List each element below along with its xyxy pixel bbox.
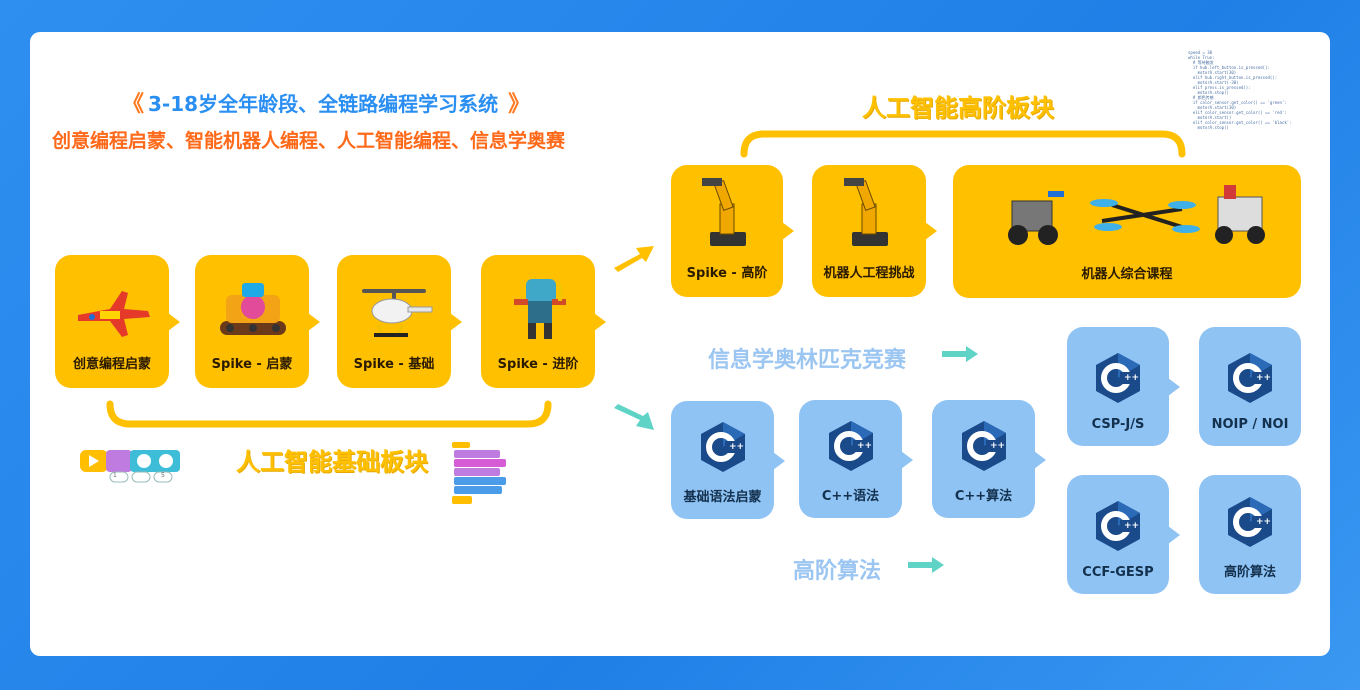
scratch-stack-icon [452,442,506,504]
course-box-spike-advanced[interactable]: Spike - 进阶 [481,255,595,388]
course-box-robot-engineering[interactable]: 机器人工程挑战 [812,165,926,297]
helicopter-icon [362,289,433,337]
course-box-syntax-intro[interactable]: ++ 基础语法启蒙 [671,401,774,519]
box-pointer [1168,526,1180,544]
course-box-advanced-algorithm[interactable]: ++ 高阶算法 [1199,475,1301,594]
course-label: 高阶算法 [1223,565,1276,580]
course-label: Spike - 基础 [353,357,435,372]
scratch-badge-1: 1 [113,472,117,479]
course-label: C++语法 [821,489,880,504]
advanced-brace [740,130,1186,158]
section-title-advanced-algo: 高阶算法 [793,559,882,584]
svg-text:++: ++ [1124,373,1139,383]
course-box-cpp-algorithm[interactable]: ++ C++算法 [932,400,1035,518]
course-label: Spike - 启蒙 [211,357,293,372]
box-pointer [450,313,462,331]
course-box-creative[interactable]: 创意编程启蒙 [55,255,169,388]
chevron-right-icon: 》 [508,92,530,117]
box-pointer [925,222,937,240]
basic-brace [106,400,552,428]
cpp-logo-icon: ++ [1096,353,1140,403]
headline: 《3-18岁全年龄段、全链路编程学习系统》 [112,86,534,118]
cpp-logo-icon: ++ [1228,497,1272,547]
arrow-right-icon [908,557,944,573]
box-pointer [901,451,913,469]
svg-text:++: ++ [1124,521,1139,531]
course-label: CSP-J/S [1091,417,1145,432]
robot-arm-icon [844,178,888,246]
box-pointer [308,313,320,331]
vex-robots-icon [1008,185,1265,245]
svg-text:++: ++ [990,441,1005,451]
robot-arm-icon [702,178,746,246]
svg-text:++: ++ [729,442,744,452]
subline: 创意编程启蒙、智能机器人编程、人工智能编程、信息学奥赛 [52,130,566,152]
course-label: NOIP / NOI [1211,417,1289,432]
code-snippet: speed = 30 while True: # 等待触发 if hub.lef… [1188,50,1292,130]
box-pointer [168,313,180,331]
box-pointer [594,313,606,331]
course-label: CCF-GESP [1082,565,1154,580]
svg-text:++: ++ [857,441,872,451]
course-box-gesp[interactable]: ++ CCF-GESP [1067,475,1169,594]
svg-text:++: ++ [1256,517,1271,527]
course-label: 机器人工程挑战 [823,266,915,281]
cpp-logo-icon: ++ [1096,501,1140,551]
arrow-right-icon [942,346,978,362]
course-label: 基础语法启蒙 [683,490,762,505]
airplane-toy-icon [78,291,150,337]
scratch-badge-5: 5 [161,472,165,479]
course-box-spike-basic[interactable]: Spike - 基础 [337,255,451,388]
section-title-ai-basic: 人工智能基础板块 [236,448,428,476]
course-box-spike-high[interactable]: Spike - 高阶 [671,165,783,297]
course-label: 机器人综合课程 [1081,267,1173,282]
course-box-robot-comprehensive[interactable]: 机器人综合课程 [953,165,1301,298]
box-pointer [1168,378,1180,396]
section-title-olympiad: 信息学奥林匹克竞赛 [708,348,907,373]
box-pointer [782,222,794,240]
cpp-logo-icon: ++ [828,421,873,471]
box-pointer [773,452,785,470]
svg-text:++: ++ [1256,373,1271,383]
course-box-noip[interactable]: ++ NOIP / NOI [1199,327,1301,446]
course-label: Spike - 进阶 [497,357,579,372]
course-label: Spike - 高阶 [686,266,768,281]
course-box-csp[interactable]: ++ CSP-J/S [1067,327,1169,446]
tank-robot-icon [220,283,286,335]
headline-text: 3-18岁全年龄段、全链路编程学习系统 [148,92,499,116]
scratch-blocks-icon [80,450,180,483]
chevron-left-icon: 《 [122,92,144,117]
arrow-to-cpp-icon [614,404,654,430]
cpp-logo-icon: ++ [1228,353,1272,403]
cpp-logo-icon: ++ [961,421,1006,471]
section-title-ai-advanced: 人工智能高阶板块 [862,94,1054,122]
mech-robot-icon [514,279,566,339]
course-label: C++算法 [954,489,1013,504]
box-pointer [1034,451,1046,469]
arrow-to-advanced-icon [614,246,654,272]
course-box-cpp-syntax[interactable]: ++ C++语法 [799,400,902,518]
course-box-spike-intro[interactable]: Spike - 启蒙 [195,255,309,388]
course-label: 创意编程启蒙 [72,357,151,372]
cpp-logo-icon: ++ [700,422,745,472]
